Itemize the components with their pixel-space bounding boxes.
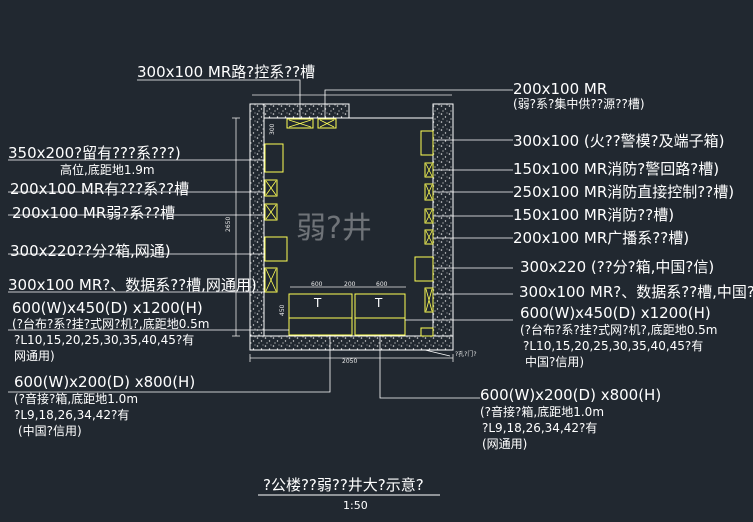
left-tray-300x100: [264, 267, 278, 293]
shaft-walls: [249, 103, 454, 351]
label-left-box-sub3: (中国?信用): [18, 423, 82, 438]
label-top-tray: 300x100 MR路?控系??槽: [137, 63, 315, 81]
right-tray-300x100: [424, 287, 434, 313]
cabinet-left-mark: T: [313, 296, 322, 310]
dimension-lines: [232, 94, 454, 362]
label-left-350-sub: 高位,底距地1.9m: [60, 162, 155, 177]
label-right-mr-sub: (弱?系?集中供??源??槽): [513, 96, 645, 111]
right-junction-box: [420, 327, 434, 337]
label-r-300x220: 300x220 (??分?箱,中国?信): [520, 258, 714, 276]
label-r-cab-sub3: 中国?信用): [525, 354, 584, 369]
label-door-note: ?孔?门?: [455, 350, 477, 358]
label-r-fire-loop: 150x100 MR消防?警回路?槽): [513, 160, 719, 178]
top-tray-2: [317, 118, 337, 129]
label-left-cab-sub3: 网通用): [14, 349, 55, 363]
right-box-300x220: [414, 256, 434, 282]
leader-lines: [8, 79, 513, 399]
label-r-fire-alarm: 300x100 (火??警模?及端子箱): [513, 132, 725, 150]
dim-left-depth: 2650: [225, 217, 232, 232]
right-tray-broadcast: [424, 229, 434, 245]
left-tray-200b: [264, 203, 278, 221]
right-box-fire-alarm: [420, 130, 434, 156]
label-left-300x100: 300x100 MR?、数据系??槽,网通用): [8, 276, 257, 294]
label-r-broadcast: 200x100 MR广播系??槽): [513, 229, 689, 247]
label-r-cab-sub1: (?台布?系?挂?式网?机?,底距地0.5m: [520, 322, 718, 337]
dim-wall-300: 300: [269, 123, 276, 135]
center-mark: 弱?井: [296, 211, 372, 246]
dim-cab-depth: 450: [279, 304, 286, 316]
dim-cab-w2: 600: [376, 281, 388, 288]
label-left-300x220: 300x220??分?箱,网通): [10, 242, 171, 260]
label-left-box-sub1: (?音接?箱,底距地1.0m: [14, 391, 138, 406]
label-left-200b: 200x100 MR弱?系??槽: [12, 204, 175, 222]
dim-bottom-width: 2050: [342, 358, 357, 365]
label-r-fire-direct: 250x100 MR消防直接控制??槽): [513, 183, 734, 201]
label-r-cab-dims: 600(W)x450(D) x1200(H): [520, 304, 711, 322]
label-r-box-dims: 600(W)x200(D) x800(H): [480, 386, 661, 404]
label-left-cab-sub2: ?L10,15,20,25,30,35,40,45?有: [14, 333, 194, 347]
label-left-box-dims: 600(W)x200(D) x800(H): [14, 373, 195, 391]
cabinet-right-mark: T: [374, 296, 383, 310]
label-r-box-sub2: ?L9,18,26,34,42?有: [482, 421, 597, 435]
dim-cab-gap: 200: [344, 281, 356, 288]
cabinet-left: [288, 293, 353, 336]
left-box-300x220: [264, 236, 288, 262]
label-left-350: 350x200?留有???系???): [8, 144, 181, 162]
label-right-mr-title: 200x100 MR: [513, 80, 607, 98]
dim-cab-w1: 600: [311, 281, 323, 288]
drawing-title: ?公楼??弱??井大?示意?: [263, 476, 424, 494]
label-r-cab-sub2: ?L10,15,20,25,30,35,40,45?有: [523, 339, 703, 353]
left-box-350: [264, 143, 284, 173]
label-left-cab-dims: 600(W)x450(D) x1200(H): [12, 299, 203, 317]
label-r-fire-tray: 150x100 MR消防??槽): [513, 206, 674, 224]
left-tray-200a: [264, 179, 278, 197]
label-r-300x100: 300x100 MR?、数据系??槽,中国?信): [519, 283, 753, 301]
label-left-cab-sub1: (?台布?系?挂?式网?机?,底距地0.5m: [12, 316, 210, 331]
label-left-200a: 200x100 MR有???系??槽: [10, 180, 189, 198]
label-left-box-sub2: ?L9,18,26,34,42?有: [14, 408, 129, 422]
drawing-scale: 1:50: [343, 499, 368, 512]
label-r-box-sub1: (?音接?箱,底距地1.0m: [480, 404, 604, 419]
label-r-box-sub3: (网通用): [482, 437, 527, 451]
